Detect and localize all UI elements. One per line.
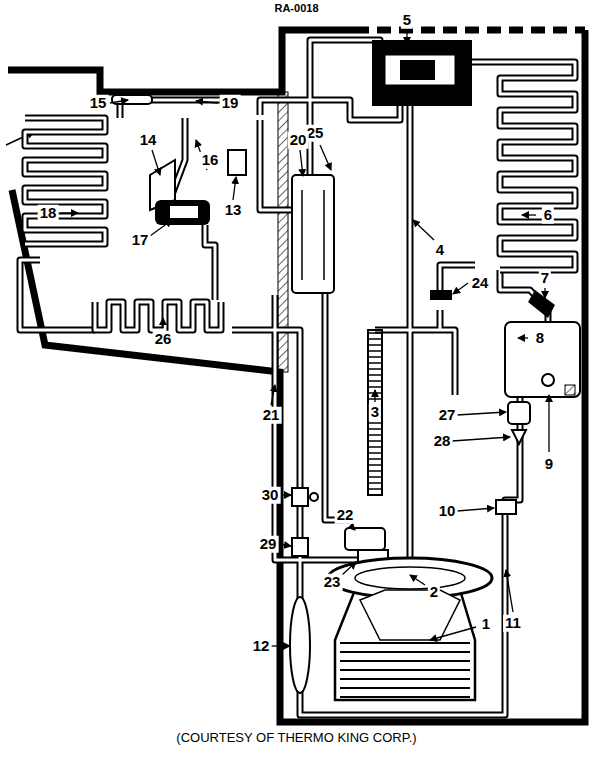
coil-tube <box>500 62 575 270</box>
callout-number: 14 <box>138 132 159 149</box>
callout-number: 30 <box>260 487 281 504</box>
callout-number: 23 <box>322 574 343 591</box>
callout-number: 1 <box>480 616 492 633</box>
callout-number: 2 <box>428 584 440 601</box>
callout-number: 15 <box>88 95 109 112</box>
callout-number: 24 <box>470 275 491 292</box>
callout-number: 10 <box>437 503 458 520</box>
callout-number: 28 <box>432 433 453 450</box>
courtesy-caption: (COURTESY OF THERMO KING CORP.) <box>0 730 593 745</box>
callout-number: 5 <box>401 12 413 29</box>
callout-number: 18 <box>38 205 59 222</box>
callout-number: 7 <box>539 270 551 287</box>
coil-tube <box>95 302 221 330</box>
figure-id: RA-0018 <box>0 2 593 14</box>
coil-tube <box>25 118 105 244</box>
callout-number: 16 <box>200 152 221 169</box>
callout-number: 3 <box>369 404 381 421</box>
callout-number: 11 <box>503 615 523 632</box>
coil-tube <box>25 118 105 244</box>
callout-number: 4 <box>434 242 446 259</box>
coil-tube <box>95 302 221 330</box>
callout-number: 19 <box>220 95 241 112</box>
callout-number: 6 <box>542 207 554 224</box>
callout-number: 13 <box>223 202 244 219</box>
callout-number: 8 <box>534 330 546 347</box>
callout-number: 17 <box>130 232 151 249</box>
callout-number: 29 <box>258 536 279 553</box>
callout-number: 21 <box>261 407 282 424</box>
callout-number: 12 <box>251 638 272 655</box>
callout-number: 26 <box>153 331 174 348</box>
callout-number: 9 <box>543 456 555 473</box>
callout-number: 22 <box>335 507 356 524</box>
coil-tube <box>500 62 575 270</box>
callout-number: 20 <box>288 132 309 149</box>
callout-number: 27 <box>437 407 458 424</box>
